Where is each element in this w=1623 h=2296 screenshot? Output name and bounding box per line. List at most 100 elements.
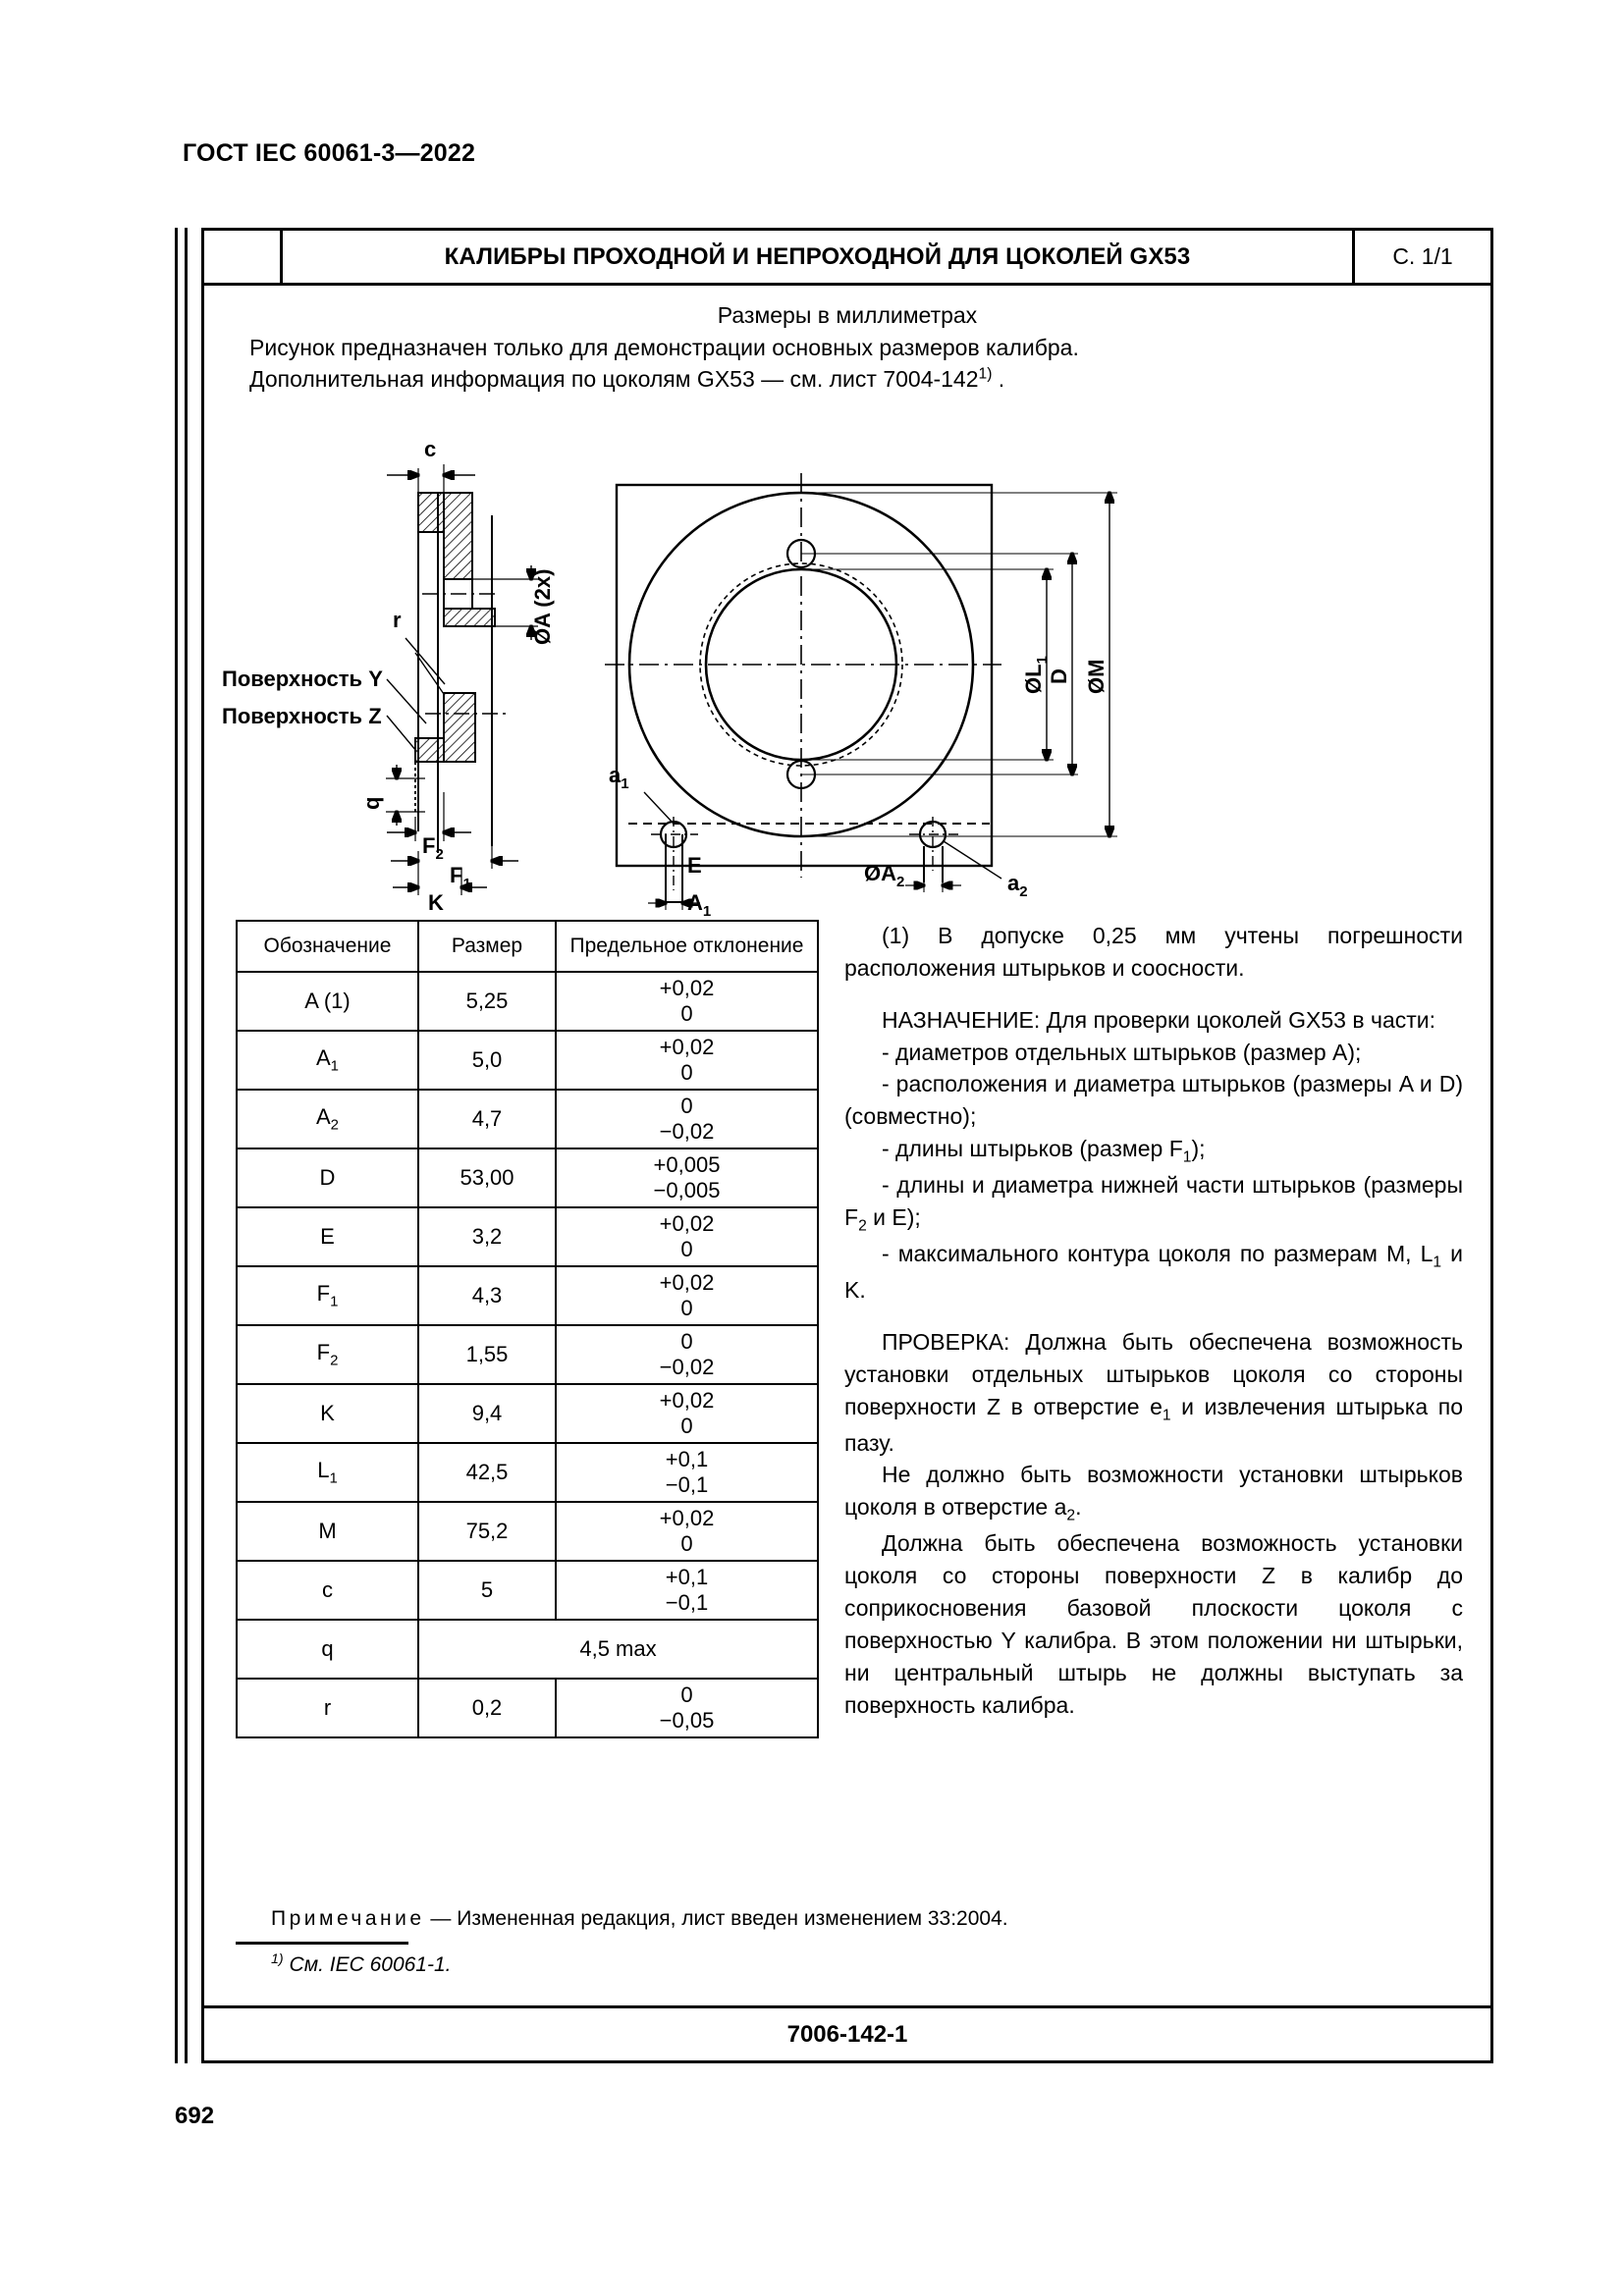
label-a2-leader: a2 [1007, 871, 1028, 900]
cell-tolerance: +0,02 0 [555, 1029, 819, 1091]
sheet-number: 7006-142-1 [786, 2020, 908, 2048]
cell-symbol: q [236, 1618, 419, 1680]
drawing-svg: c ØA (2x) r Поверхность Y Поверхность Z … [222, 437, 1117, 920]
cell-symbol: F1 [236, 1264, 419, 1326]
technical-drawing: c ØA (2x) r Поверхность Y Поверхность Z … [204, 400, 1490, 920]
cell-symbol: F2 [236, 1323, 419, 1385]
cell-size: 5 [417, 1559, 557, 1621]
note-check-1: ПРОВЕРКА: Должна быть обеспечена возможн… [844, 1328, 1463, 1456]
sheet-header-row: КАЛИБРЫ ПРОХОДНОЙ И НЕПРОХОДНОЙ ДЛЯ ЦОКО… [204, 231, 1490, 286]
label-f1: F1 [450, 863, 471, 892]
cell-size: 0,2 [417, 1677, 557, 1738]
cell-size: 1,55 [417, 1323, 557, 1385]
cell-tolerance: +0,005 −0,005 [555, 1147, 819, 1208]
label-e: E [687, 853, 702, 878]
intro-line-1: Рисунок предназначен только для демонстр… [249, 334, 1079, 360]
cell-symbol: A1 [236, 1029, 419, 1091]
note-purpose: НАЗНАЧЕНИЕ: Для проверки цоколей GX53 в … [844, 1004, 1463, 1037]
label-dia-a-2x: ØA (2x) [530, 569, 555, 645]
label-r: r [393, 608, 402, 632]
cell-tolerance: +0,02 0 [555, 1382, 819, 1444]
lower-region: Обозначение Размер Предельное отклонение… [204, 919, 1490, 1738]
cell-symbol: K [236, 1382, 419, 1444]
cell-size: 5,0 [417, 1029, 557, 1091]
cell-size: 53,00 [417, 1147, 557, 1208]
cell-tolerance: +0,1 −0,1 [555, 1559, 819, 1621]
label-surface-z: Поверхность Z [222, 704, 382, 728]
col-header-symbol: Обозначение [236, 919, 419, 973]
label-cap-a1: A1 [687, 890, 711, 920]
cell-size: 4,3 [417, 1264, 557, 1326]
cell-size: 9,4 [417, 1382, 557, 1444]
intro-line-2: Дополнительная информация по цоколям GX5… [249, 363, 1445, 396]
left-edge-rule-inner [185, 228, 188, 2063]
cell-tolerance: 0 −0,02 [555, 1088, 819, 1149]
col-header-tolerance: Предельное отклонение [555, 919, 819, 973]
label-a1-leader: a1 [609, 763, 629, 792]
dimensions-table: Обозначение Размер Предельное отклонение… [236, 919, 819, 1738]
check-heading: ПРОВЕРКА: [882, 1328, 1010, 1355]
cell-tolerance: 0 −0,02 [555, 1323, 819, 1385]
notes-column: (1) В допуске 0,25 мм учтены погрешности… [844, 920, 1463, 1722]
left-edge-rule-outer [175, 228, 178, 2063]
bottom-notes: Примечание — Измененная редакция, лист в… [236, 1907, 1008, 1977]
primechanie-label: Примечание [271, 1907, 425, 1930]
intro-block: Размеры в миллиметрах Рисунок предназнач… [204, 286, 1490, 396]
table-header-row: Обозначение Размер Предельное отклонение [236, 919, 819, 973]
label-dia-m: ØM [1084, 660, 1109, 694]
sheet-body: Размеры в миллиметрах Рисунок предназнач… [204, 286, 1490, 2060]
purpose-heading: НАЗНАЧЕНИЕ: [882, 1006, 1041, 1033]
label-f2: F2 [422, 833, 444, 863]
cell-tolerance: +0,1 −0,1 [555, 1441, 819, 1503]
cell-symbol: c [236, 1559, 419, 1621]
label-k: K [428, 890, 444, 915]
cell-symbol: A (1) [236, 970, 419, 1032]
cell-symbol: M [236, 1500, 419, 1562]
footnote-marker: 1) [271, 1951, 284, 1967]
cell-size: 5,25 [417, 970, 557, 1032]
sheet-page-ref: С. 1/1 [1392, 243, 1453, 269]
standard-header: ГОСТ IEC 60061-3—2022 [183, 139, 476, 167]
cell-symbol: r [236, 1677, 419, 1738]
sheet-number-bar: 7006-142-1 [204, 2005, 1490, 2060]
col-header-size: Размер [417, 919, 557, 973]
primechanie-line: Примечание — Измененная редакция, лист в… [236, 1907, 1008, 1931]
units-line: Размеры в миллиметрах [717, 302, 978, 328]
cell-symbol: E [236, 1205, 419, 1267]
purpose-item-2: - длины штырьков (размер F1); [882, 1136, 1206, 1166]
label-d: D [1047, 668, 1071, 684]
purpose-intro: Для проверки цоколей GX53 в части: [1040, 1006, 1436, 1033]
cell-tolerance: 0 −0,05 [555, 1677, 819, 1738]
intro-footnote-marker: 1) [978, 365, 993, 383]
note-check-2: Не должно быть возможности установки шты… [844, 1462, 1463, 1524]
cell-symbol: L1 [236, 1441, 419, 1503]
cell-size: 4,7 [417, 1088, 557, 1149]
note-footnote-1: (1) В допуске 0,25 мм учтены погрешности… [844, 922, 1463, 981]
cell-size: 42,5 [417, 1441, 557, 1503]
purpose-item-0: - диаметров отдельных штырьков (размер A… [882, 1039, 1362, 1065]
label-c: c [424, 437, 436, 461]
footnote-text: См. IEC 60061-1. [283, 1953, 452, 1976]
cell-tolerance: +0,02 0 [555, 970, 819, 1032]
sheet-title: КАЛИБРЫ ПРОХОДНОЙ И НЕПРОХОДНОЙ ДЛЯ ЦОКО… [283, 231, 1355, 283]
footnote-line: 1) См. IEC 60061-1. [236, 1951, 982, 1977]
note-check-3: Должна быть обеспечена возможность устан… [844, 1530, 1463, 1718]
footnote-rule [236, 1942, 408, 1945]
cell-size: 3,2 [417, 1205, 557, 1267]
purpose-item-4: - максимального контура цоколя по размер… [844, 1241, 1463, 1303]
purpose-item-3: - длины и диаметра нижней части штырьков… [844, 1172, 1463, 1235]
sheet-header-blank-cell [204, 231, 283, 283]
cell-symbol: A2 [236, 1088, 419, 1149]
